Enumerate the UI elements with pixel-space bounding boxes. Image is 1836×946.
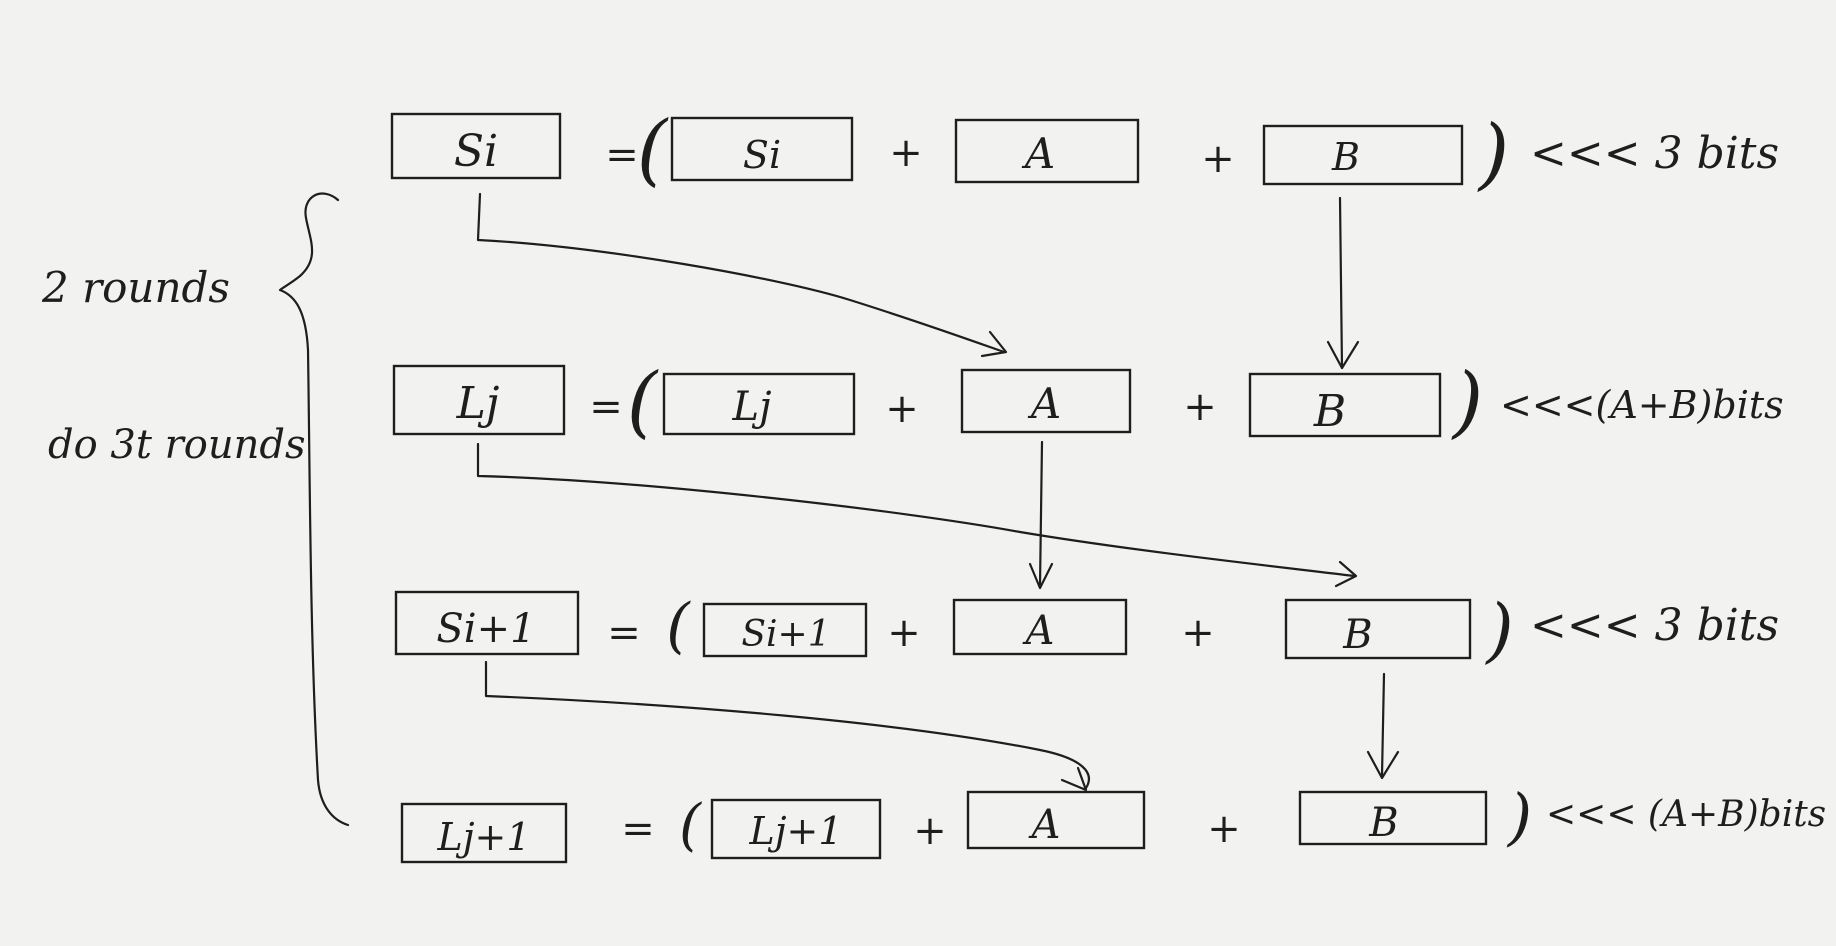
shift-label: <<<(A+B)bits (1500, 383, 1784, 427)
plus-sign: + (885, 386, 919, 432)
plus-sign: + (889, 130, 923, 176)
term-box-si (670, 116, 854, 182)
term-label-lj: Lj (732, 384, 772, 430)
arrow-lj-to-b (476, 442, 1356, 578)
arrow-b-to-b-lower (1380, 672, 1386, 778)
open-paren: ( (637, 105, 669, 195)
arrow-head-icon (1366, 750, 1400, 780)
term-box-a (960, 368, 1132, 434)
arrow-head-icon (1028, 562, 1054, 590)
plus-sign: + (887, 610, 921, 656)
term-label-b: B (1331, 135, 1360, 179)
equals-sign: = (621, 806, 655, 852)
curly-brace-icon (278, 192, 350, 827)
term-box-a (952, 598, 1128, 656)
term-label-si-plus-1: Si+1 (741, 614, 830, 655)
arrow-head-icon (1060, 766, 1088, 792)
term-label-b: B (1313, 386, 1346, 437)
lhs-label-si: Si (454, 126, 498, 177)
plus-sign: + (1183, 384, 1217, 430)
close-paren: ) (1484, 589, 1513, 671)
lhs-label-si-plus-1: Si+1 (436, 606, 535, 652)
arrow-head-icon (980, 330, 1008, 358)
term-label-a: A (1028, 802, 1061, 848)
equals-sign: = (605, 132, 639, 178)
plus-sign: + (1181, 610, 1215, 656)
equation-row-lj: Lj = ( Lj + A + B ) <<<(A+B)bits (392, 357, 1784, 447)
arrow-head-icon (1334, 560, 1358, 588)
lhs-box-lj (392, 364, 566, 436)
term-label-a: A (1027, 379, 1061, 428)
plus-sign: + (913, 808, 947, 854)
shift-label: <<< 3 bits (1530, 128, 1779, 179)
arrow-b-to-b (1338, 196, 1344, 370)
term-label-b: B (1368, 800, 1398, 846)
term-label-si: Si (743, 133, 781, 177)
lhs-box-si (390, 112, 562, 180)
lhs-box-lj-plus-1 (400, 802, 568, 864)
arrow-si-plus-1-to-a (484, 660, 1090, 790)
term-box-b (1284, 598, 1472, 660)
equals-sign: = (589, 384, 623, 430)
close-paren: ) (1506, 780, 1532, 853)
open-paren: ( (627, 357, 659, 447)
shift-label: <<< (A+B)bits (1546, 794, 1826, 835)
close-paren: ) (1451, 357, 1483, 447)
open-paren: ( (666, 591, 691, 661)
term-label-a: A (1022, 608, 1055, 654)
term-box-si-plus-1 (702, 602, 868, 658)
equation-row-si-plus-1: Si+1 = ( Si+1 + A + B ) <<< 3 bits (394, 589, 1779, 671)
do-rounds-label: do 3t rounds (48, 422, 306, 468)
shift-label: <<< 3 bits (1530, 600, 1779, 651)
equation-row-lj-plus-1: Lj+1 = ( Lj+1 + A + B ) <<< (A+B)bits (400, 780, 1826, 864)
term-label-a: A (1021, 129, 1055, 178)
term-box-lj (662, 372, 856, 436)
term-box-b (1298, 790, 1488, 846)
arrow-a-to-a (1038, 440, 1044, 588)
term-box-a (966, 790, 1146, 850)
arrow-si-to-a (476, 192, 1006, 354)
lhs-label-lj: Lj (456, 378, 500, 429)
plus-sign: + (1207, 806, 1241, 852)
term-label-lj-plus-1: Lj+1 (748, 809, 842, 853)
term-box-b (1248, 372, 1442, 438)
arrow-head-icon (1326, 340, 1360, 370)
rounds-label: 2 rounds (41, 263, 230, 312)
term-box-a (954, 118, 1140, 184)
lhs-label-lj-plus-1: Lj+1 (436, 815, 530, 859)
term-box-lj-plus-1 (710, 798, 882, 860)
term-label-b: B (1342, 612, 1372, 658)
term-box-b (1262, 124, 1464, 186)
open-paren: ( (679, 793, 702, 858)
plus-sign: + (1201, 136, 1235, 182)
equation-row-si: Si = ( Si + A + B ) <<< 3 bits (390, 105, 1779, 199)
lhs-box-si-plus-1 (394, 590, 580, 656)
close-paren: ) (1477, 109, 1509, 199)
equals-sign: = (607, 610, 641, 656)
